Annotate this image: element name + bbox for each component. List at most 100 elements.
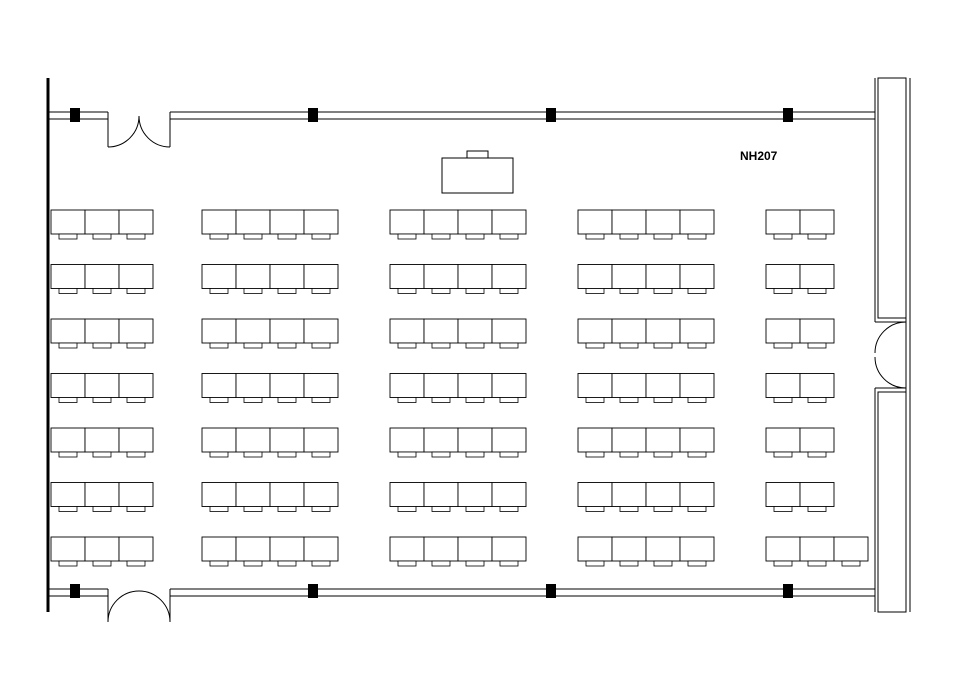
desk-seat [389, 482, 425, 512]
desk-seat [679, 482, 715, 512]
desk-seat [423, 318, 459, 349]
desk-seat [269, 482, 305, 512]
desk-seat [50, 264, 86, 294]
desk-seat [50, 482, 86, 512]
desk-seat [389, 373, 425, 403]
desk-seat [269, 264, 305, 294]
column [546, 584, 556, 598]
door-bottom-left [107, 590, 171, 623]
desk-seat [201, 482, 237, 512]
desk-seat [611, 536, 647, 567]
desk-seat [765, 482, 801, 512]
desk-seat [645, 373, 681, 403]
desk-seat [799, 427, 835, 458]
desk-seat [765, 373, 801, 403]
desk-seat [645, 482, 681, 512]
desk-seat [799, 264, 835, 294]
desk-seat [84, 536, 120, 567]
lectern [441, 150, 514, 194]
seating-area [50, 209, 869, 567]
desk-seat [799, 318, 835, 349]
desk-seat [491, 536, 527, 567]
desk-seat [765, 264, 801, 294]
desk-seat [577, 482, 613, 512]
room-label: NH207 [740, 149, 778, 163]
desk-seat [50, 318, 86, 349]
desk-seat [423, 209, 459, 240]
desk-seat [50, 536, 86, 567]
desk-seat [201, 373, 237, 403]
desk-seat [303, 264, 339, 294]
desk-seat [679, 427, 715, 458]
desk-seat [423, 427, 459, 458]
right-wall [874, 77, 911, 613]
desk-seat [84, 427, 120, 458]
column [783, 108, 793, 122]
desk-seat [389, 209, 425, 240]
desk-seat [50, 209, 86, 240]
desk-seat [457, 318, 493, 349]
desk-seat [457, 373, 493, 403]
column [70, 108, 80, 122]
desk-seat [303, 482, 339, 512]
desk-seat [577, 264, 613, 294]
desk-seat [611, 482, 647, 512]
desk-seat [50, 427, 86, 458]
column [308, 584, 318, 598]
desk-seat [491, 209, 527, 240]
desk-seat [84, 318, 120, 349]
desk-seat [84, 482, 120, 512]
desk-seat [235, 427, 271, 458]
desk-seat [84, 264, 120, 294]
desk-seat [118, 373, 154, 403]
desk-seat [611, 209, 647, 240]
desk-seat [423, 373, 459, 403]
desk-seat [423, 536, 459, 567]
desk-seat [235, 209, 271, 240]
desk-seat [491, 318, 527, 349]
column [70, 584, 80, 598]
desk-seat [423, 264, 459, 294]
desk-seat [269, 373, 305, 403]
top-wall [48, 111, 875, 147]
desk-seat [84, 373, 120, 403]
desk-seat [577, 536, 613, 567]
desk-seat [118, 264, 154, 294]
desk-seat [118, 427, 154, 458]
desk-seat [389, 318, 425, 349]
desk-seat [235, 482, 271, 512]
desk-seat [389, 536, 425, 567]
desk-seat [611, 318, 647, 349]
desk-seat [645, 427, 681, 458]
desk-seat [269, 209, 305, 240]
desk-seat [269, 318, 305, 349]
desk-seat [679, 536, 715, 567]
desk-seat [577, 209, 613, 240]
desk-seat [201, 318, 237, 349]
desk-seat [765, 209, 801, 240]
door-right [874, 321, 907, 389]
desk-seat [611, 427, 647, 458]
desk-seat [765, 318, 801, 349]
desk-seat [799, 482, 835, 512]
desk-seat [457, 427, 493, 458]
desk-seat [833, 536, 869, 567]
structural-columns [70, 108, 793, 598]
desk-seat [118, 482, 154, 512]
desk-seat [645, 209, 681, 240]
desk-seat [118, 536, 154, 567]
column [783, 584, 793, 598]
desk-seat [645, 536, 681, 567]
desk-seat [50, 373, 86, 403]
desk-seat [457, 264, 493, 294]
desk-seat [84, 209, 120, 240]
desk-seat [235, 373, 271, 403]
desk-seat [389, 427, 425, 458]
desk-seat [679, 373, 715, 403]
desk-seat [679, 209, 715, 240]
desk-seat [457, 209, 493, 240]
desk-seat [423, 482, 459, 512]
desk-seat [201, 536, 237, 567]
desk-seat [679, 318, 715, 349]
